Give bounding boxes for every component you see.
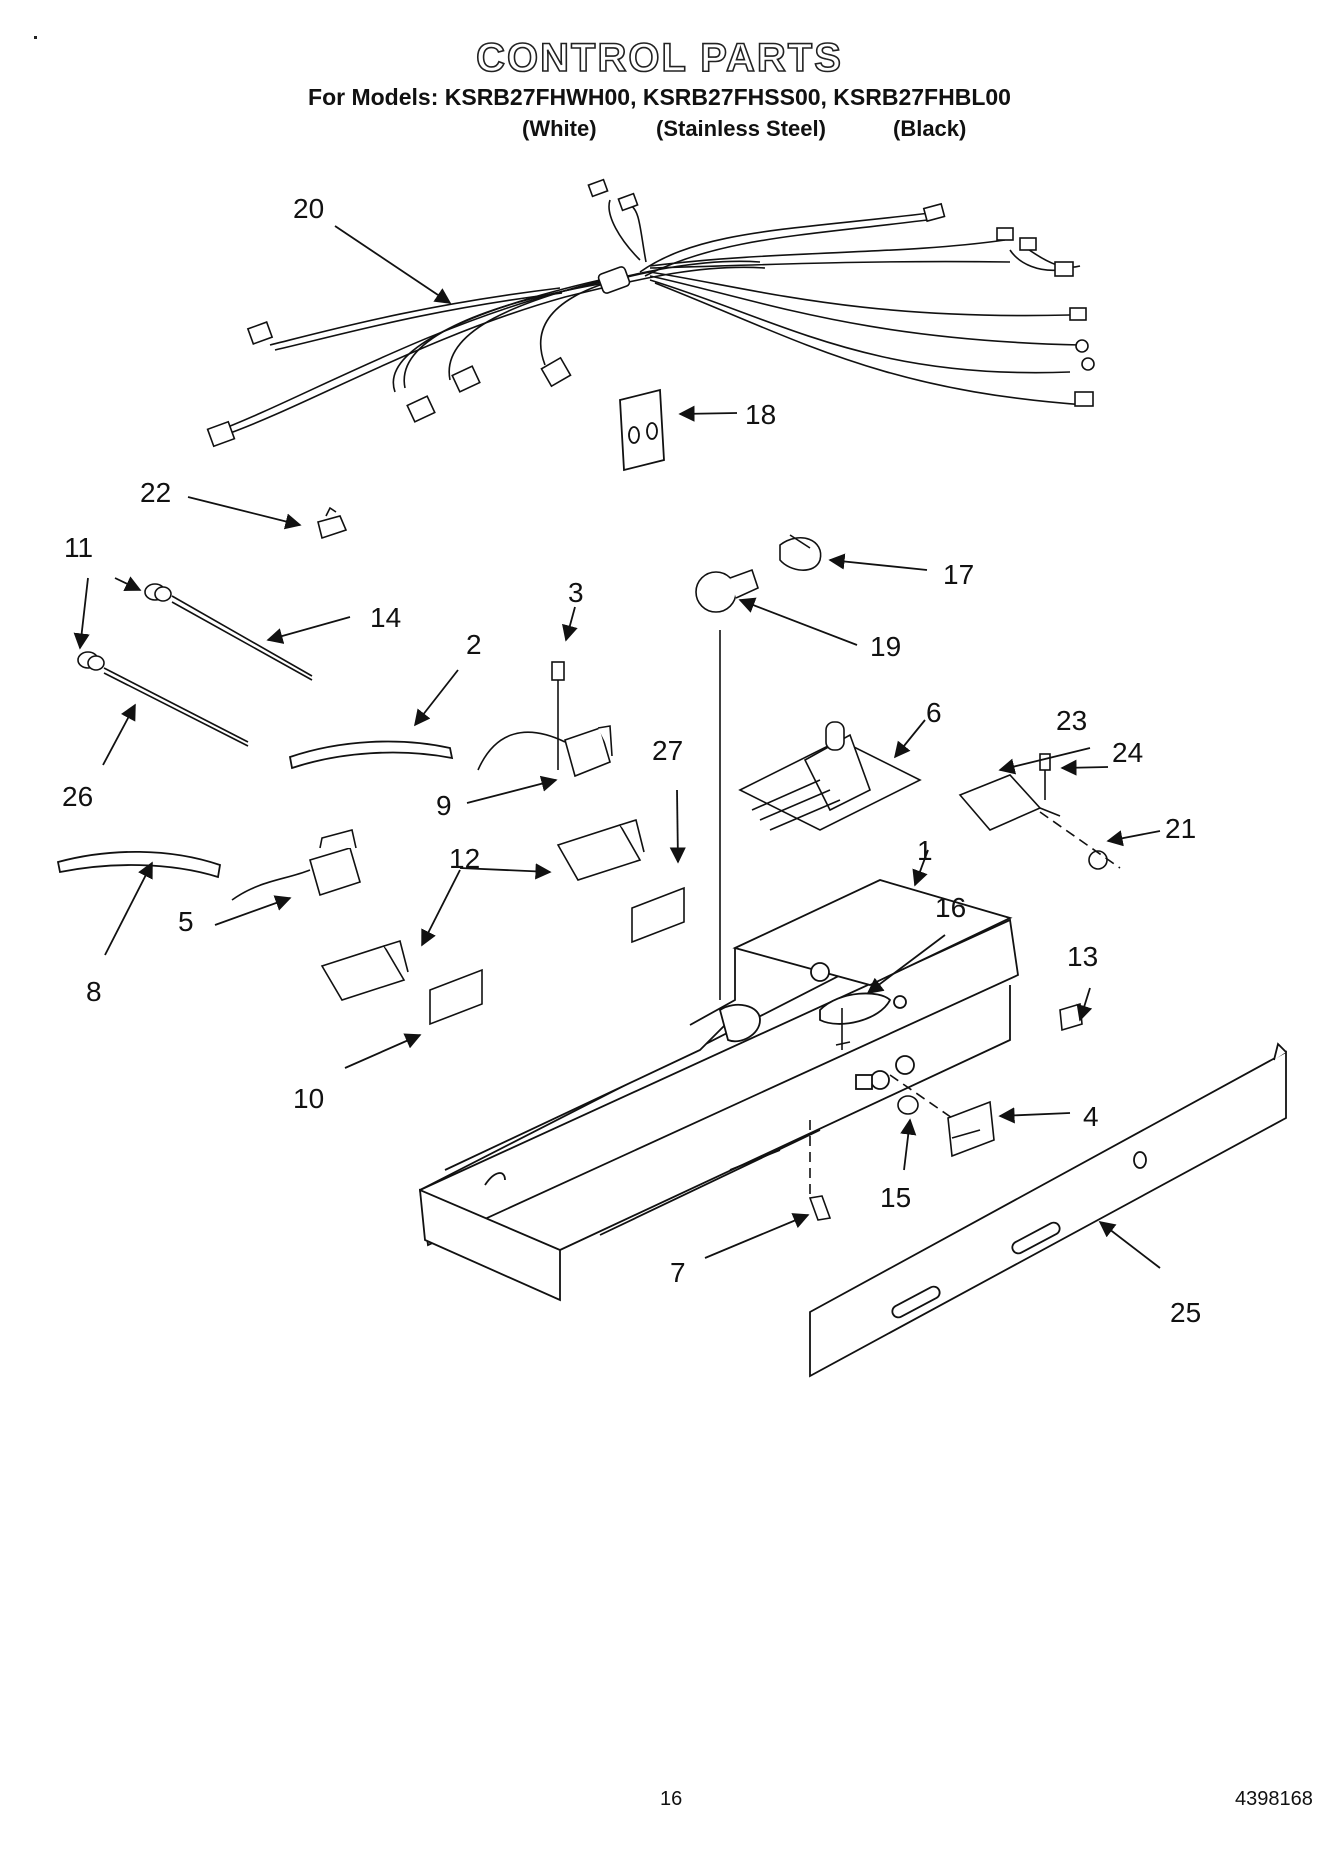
callout-20: 20 (293, 193, 324, 224)
part-14-26-rods (103, 595, 313, 747)
page-title: CONTROL PARTS (475, 36, 843, 80)
callout-1: 1 (917, 835, 933, 866)
callout-9: 9 (436, 790, 452, 821)
part-22-clip (317, 506, 348, 540)
callout-14: 14 (370, 602, 401, 633)
part-1-housing (418, 879, 1019, 1302)
leader-arrows (73, 225, 1161, 1269)
header: CONTROL PARTS For Models: KSRB27FHWH00, … (0, 36, 1339, 111)
document-number: 4398168 (1235, 1788, 1313, 1810)
callout-25: 25 (1170, 1297, 1201, 1328)
callout-26: 26 (62, 781, 93, 812)
small-hardware (719, 630, 1083, 1221)
harness-connectors (206, 178, 1095, 448)
part-3-9-switch (477, 661, 613, 778)
part-23-24-21 (958, 753, 1121, 870)
wire-harness (214, 199, 1086, 437)
callout-21: 21 (1165, 813, 1196, 844)
callout-12: 12 (449, 843, 480, 874)
callout-23: 23 (1056, 705, 1087, 736)
callout-5: 5 (178, 906, 194, 937)
part-6-board (738, 721, 922, 831)
callout-8: 8 (86, 976, 102, 1007)
callout-17: 17 (943, 559, 974, 590)
callout-10: 10 (293, 1083, 324, 1114)
variant-stainless: (Stainless Steel) (656, 116, 826, 141)
part-5-switch (231, 829, 361, 901)
callout-11: 11 (64, 532, 93, 563)
model-variants: (White) (Stainless Steel) (Black) (0, 116, 1339, 146)
part-17-19-bulb (695, 534, 822, 613)
callout-numbers: 20 18 22 11 14 3 17 19 2 26 9 6 23 24 27… (62, 193, 1201, 1328)
callout-15: 15 (880, 1182, 911, 1213)
callout-6: 6 (926, 697, 942, 728)
variant-white: (White) (522, 116, 597, 141)
callout-27: 27 (652, 735, 683, 766)
part-25-panel (809, 1042, 1287, 1378)
part-12-brackets (320, 818, 645, 1001)
part-11-caps (77, 583, 172, 671)
callout-18: 18 (745, 399, 776, 430)
callout-24: 24 (1112, 737, 1143, 768)
callout-13: 13 (1067, 941, 1098, 972)
models-line: For Models: KSRB27FHWH00, KSRB27FHSS00, … (308, 84, 1011, 110)
callout-2: 2 (466, 629, 482, 660)
callout-3: 3 (568, 577, 584, 608)
part-27-10-labels (429, 886, 685, 1026)
stray-dot (34, 36, 37, 39)
callout-7: 7 (670, 1257, 686, 1288)
page-number: 16 (660, 1788, 683, 1810)
part-2-8-hoses (56, 740, 454, 879)
callout-4: 4 (1083, 1101, 1099, 1132)
variant-black: (Black) (893, 116, 967, 141)
part-18-plate (619, 388, 665, 472)
callout-16: 16 (935, 892, 966, 923)
callout-22: 22 (140, 477, 171, 508)
callout-19: 19 (870, 631, 901, 662)
